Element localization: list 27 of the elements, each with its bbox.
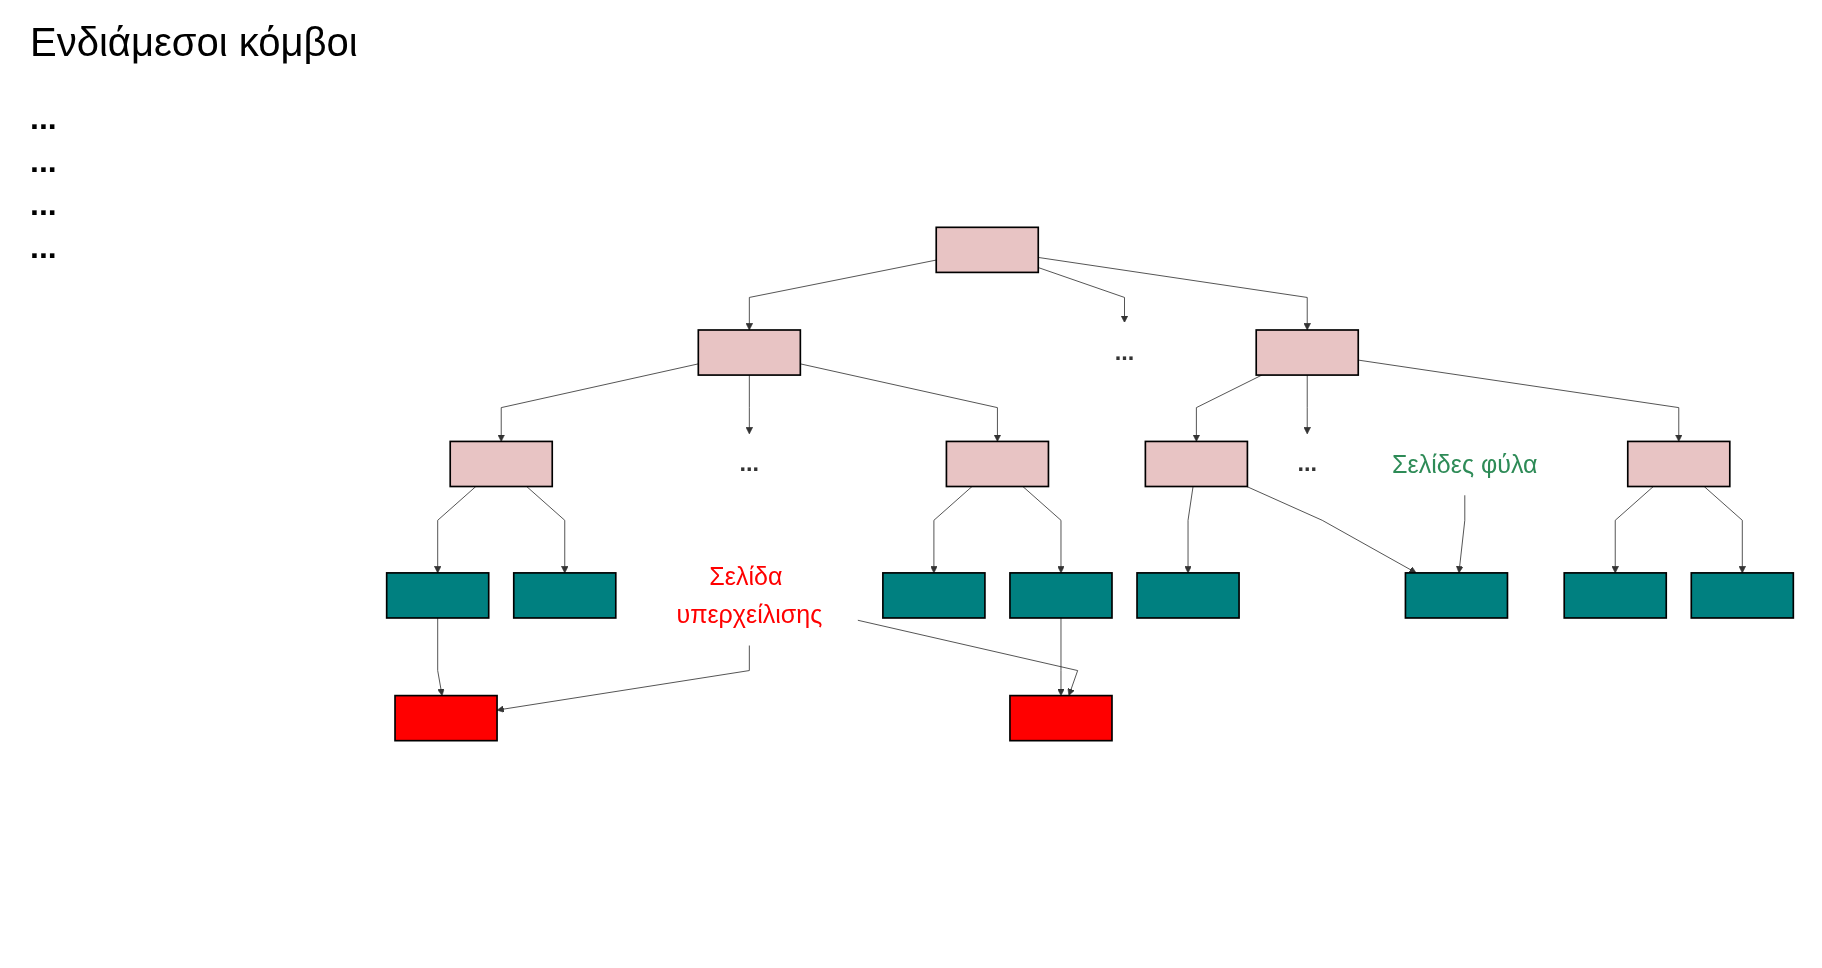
heading-label: Ενδιάμεσοι κόμβοι [30, 20, 358, 65]
node-box [1136, 572, 1240, 619]
node-box [935, 226, 1040, 274]
node-text: ... [1114, 339, 1135, 366]
node-box [1144, 440, 1249, 488]
node-text: ... [739, 450, 760, 477]
node-box [1009, 572, 1113, 619]
node-box [449, 440, 554, 488]
node-box [1404, 572, 1509, 619]
ellipsis-label: ... [30, 229, 57, 266]
node-text: Σελίδες φύλα [1392, 450, 1538, 478]
node-box [1626, 440, 1731, 488]
node-box [697, 329, 802, 376]
ellipsis-label: ... [30, 100, 57, 137]
node-box [1563, 572, 1668, 619]
node-box [882, 572, 986, 619]
node-box [1690, 572, 1795, 619]
node-box [945, 440, 1050, 488]
node-box [1009, 694, 1113, 742]
node-box [385, 572, 490, 619]
node-box [512, 572, 617, 619]
node-box [1255, 329, 1360, 376]
ellipsis-label: ... [30, 143, 57, 180]
ellipsis-label: ... [30, 186, 57, 223]
node-box [394, 694, 498, 742]
node-text: ... [1297, 450, 1317, 477]
node-text: Σελίδα υπερχείλισης [676, 562, 823, 628]
